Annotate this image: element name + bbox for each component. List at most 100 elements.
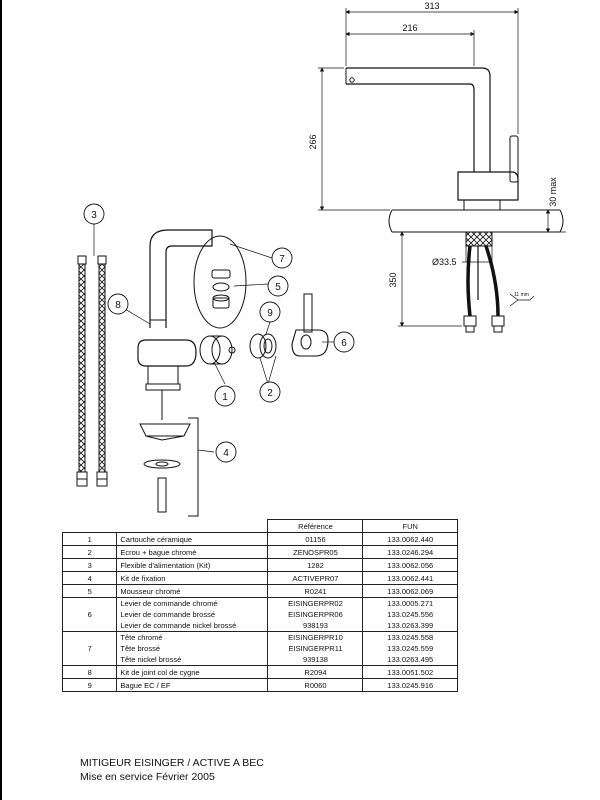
dim-350: 350: [388, 272, 398, 287]
part-number: 9: [61, 678, 118, 692]
part-fun-code: 133.0051.502: [362, 665, 458, 679]
part-description-line: Bague EC / EF: [120, 680, 171, 690]
part-number: 5: [61, 584, 118, 598]
part-fun-code: 133.0062.056: [362, 558, 458, 572]
part-reference: R0060: [267, 678, 364, 692]
part-description-line: Flexible d'alimentation (Kit): [120, 560, 211, 570]
svg-text:7: 7: [279, 254, 285, 265]
part-description: Bague EC / EF: [116, 678, 269, 692]
part-number: 8: [61, 665, 118, 679]
flex-hoses: [76, 255, 108, 487]
header-blank: [63, 520, 117, 533]
part-fun-code: 133.0062.069: [362, 584, 458, 598]
parts-table-header: Référence FUN: [63, 519, 458, 533]
callout-2: 2: [259, 381, 281, 403]
part-reference-line: 1282: [307, 560, 324, 570]
exploded-diagram: 313 2 1 6 266 30 max 350 Ø33.5 11 mm: [76, 1, 566, 517]
dim-30-max: 30 max: [548, 177, 558, 207]
part-fun-code-line: 133.0263.399: [387, 621, 434, 630]
part-description: Kit de joint col de cygne: [116, 665, 269, 679]
callout-1: 1: [214, 385, 236, 407]
callout-8: 8: [107, 293, 129, 315]
part-reference-line: 01156: [305, 534, 326, 544]
part-reference: R2094: [267, 665, 364, 679]
part-description-line: Levier de commande nickel brossé: [120, 621, 237, 630]
part-description-line: Tête brossé: [120, 644, 160, 653]
part-description: Flexible d'alimentation (Kit): [116, 558, 269, 572]
svg-text:9: 9: [267, 308, 273, 319]
part-reference-line: 938193: [302, 621, 328, 630]
part-reference-line: EISINGERPR10: [288, 633, 343, 642]
part-description-line: Levier de commande chromé: [120, 599, 218, 608]
callout-7: 7: [271, 247, 293, 269]
dim-313: 313: [424, 1, 439, 11]
part-reference: 01156: [267, 532, 364, 546]
part-fun-code-line: 133.0051.502: [387, 667, 434, 677]
part-fun-code: 133.0062.441: [362, 571, 458, 585]
part-number: 4: [61, 571, 118, 585]
part-fun-code-line: 133.0245.556: [387, 610, 434, 619]
header-blank: [117, 520, 268, 533]
part-fun-code-line: 133.0005.271: [387, 599, 434, 608]
part-number: 2: [61, 545, 118, 559]
part-description-line: Kit de fixation: [120, 573, 166, 583]
part-number: 3: [61, 558, 118, 572]
footer: MITIGEUR EISINGER / ACTIVE A BEC Mise en…: [80, 756, 264, 784]
side-view-faucet: [345, 67, 564, 333]
part-number: 6: [61, 597, 118, 632]
part-fun-code: 133.0062.440: [362, 532, 458, 546]
part-description: Ecrou + bague chromé: [116, 545, 269, 559]
part-reference: ZENOSPR05: [267, 545, 364, 559]
part-number: 1: [61, 532, 118, 546]
exploded-faucet: [76, 229, 329, 517]
part-description-line: Tête chromé: [120, 633, 163, 642]
part-fun-code-line: 133.0245.558: [387, 633, 434, 642]
footer-subtitle: Mise en service Février 2005: [80, 771, 215, 783]
svg-text:6: 6: [341, 338, 347, 349]
callout-5: 5: [267, 275, 289, 297]
part-fun-code: 133.0005.271 133.0245.556 133.0263.399: [362, 597, 458, 632]
part-reference-line: R2094: [304, 667, 327, 677]
part-fun-code: 133.0246.294: [362, 545, 458, 559]
part-number: 7: [61, 631, 118, 666]
part-reference-line: EISINGERPR11: [288, 644, 343, 653]
header-reference: Référence: [267, 519, 364, 533]
part-reference-line: EISINGERPR06: [288, 610, 343, 619]
part-reference-line: 939138: [302, 655, 328, 664]
part-description: Kit de fixation: [116, 571, 269, 585]
part-fun-code-line: 133.0062.441: [387, 573, 434, 583]
svg-text:5: 5: [275, 282, 281, 293]
part-description-line: Cartouche céramique: [120, 534, 193, 544]
svg-text:4: 4: [223, 448, 229, 459]
part-fun-code-line: 133.0245.559: [387, 644, 434, 653]
part-fun-code-line: 133.0263.495: [387, 655, 434, 664]
part-fun-code-line: 133.0245.916: [387, 680, 434, 690]
callout-6: 6: [333, 331, 355, 353]
part-description-line: Mousseur chromé: [120, 586, 181, 596]
part-reference-line: R0060: [304, 680, 327, 690]
part-reference: ACTIVEPR07: [267, 571, 364, 585]
callout-4: 4: [215, 441, 237, 463]
part-reference: R0241: [267, 584, 364, 598]
part-reference: 1282: [267, 558, 364, 572]
dim-266: 266: [308, 134, 318, 149]
part-reference-line: ACTIVEPR07: [292, 573, 339, 583]
part-fun-code: 133.0245.916: [362, 678, 458, 692]
dim-diameter: Ø33.5: [432, 257, 457, 267]
part-reference-line: EISINGERPR02: [288, 599, 343, 608]
part-fun-code-line: 133.0062.056: [387, 560, 434, 570]
svg-text:3: 3: [91, 210, 97, 221]
dimension-lines: [318, 8, 566, 327]
dim-11mm: 11 mm: [514, 292, 529, 298]
part-fun-code-line: 133.0062.069: [387, 586, 434, 596]
